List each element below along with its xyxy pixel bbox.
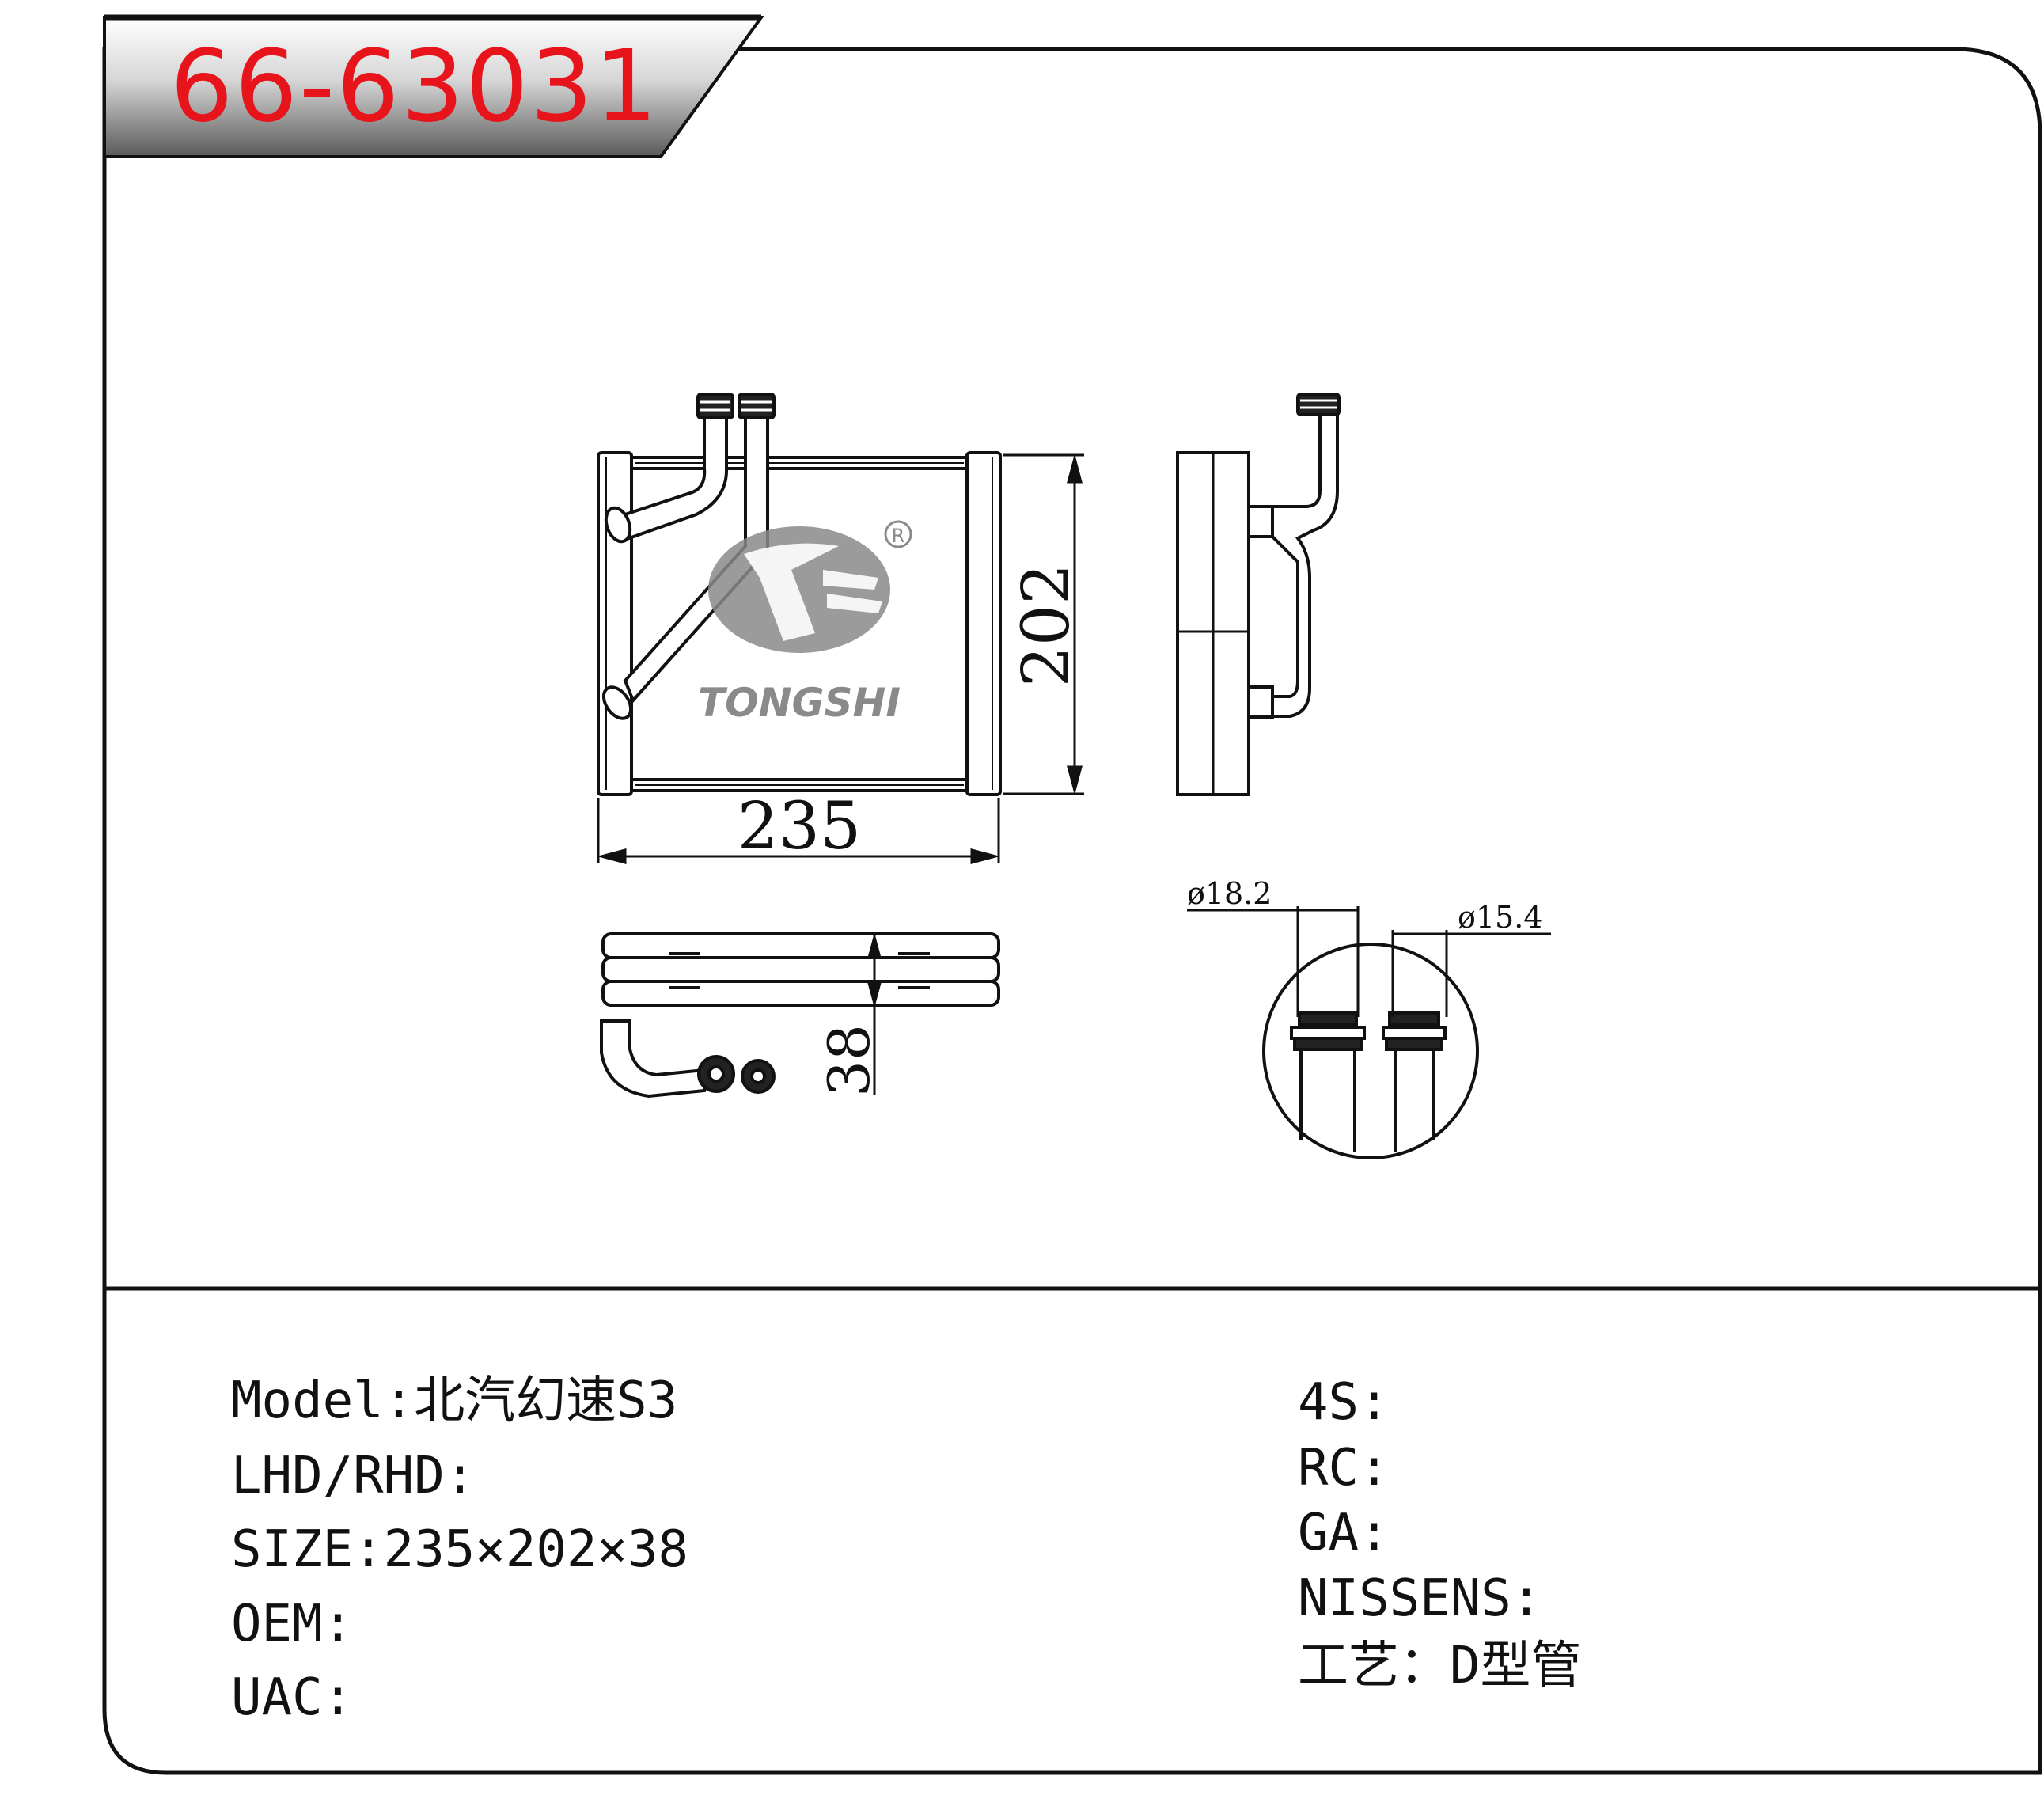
spec-rc: RC:	[1298, 1436, 1390, 1500]
spec-size: SIZE:235×202×38	[231, 1518, 688, 1581]
spec-label: GA:	[1298, 1504, 1390, 1562]
spec-label: 4S:	[1298, 1373, 1390, 1432]
depth-dimension	[867, 932, 882, 1095]
spec-label: OEM:	[231, 1595, 354, 1653]
pipe-dimensions	[1187, 906, 1551, 1017]
pipe1-diameter-label: ø18.2	[1187, 876, 1272, 911]
outer-border	[102, 47, 2042, 1775]
width-dimension	[597, 798, 1000, 864]
top-view	[600, 932, 1000, 1099]
spec-lhd-rhd: LHD/RHD:	[231, 1444, 475, 1508]
spec-process: 工艺：D型管	[1298, 1634, 1582, 1698]
spec-value: D型管	[1450, 1637, 1582, 1695]
spec-model: Model:北汽幻速S3	[231, 1369, 677, 1433]
part-number-title: 66-63031	[170, 29, 659, 144]
spec-ga: GA:	[1298, 1501, 1390, 1565]
spec-label: Model:	[231, 1372, 415, 1430]
pipe2-diameter-label: ø15.4	[1458, 900, 1543, 935]
spec-value: 235×202×38	[383, 1520, 688, 1579]
spec-4s: 4S:	[1298, 1371, 1390, 1434]
spec-oem: OEM:	[231, 1592, 353, 1656]
width-label: 235	[738, 789, 862, 864]
spec-label: 工艺：	[1298, 1637, 1450, 1695]
spec-label: UAC:	[231, 1668, 354, 1727]
side-view	[1176, 393, 1341, 796]
watermark-text: TONGSHI	[698, 680, 901, 726]
depth-label: 38	[816, 1024, 882, 1097]
tongshi-logo-icon	[708, 520, 912, 653]
spec-label: NISSENS:	[1298, 1569, 1542, 1628]
spec-label: SIZE:	[231, 1520, 384, 1579]
front-view	[597, 393, 1002, 796]
spec-nissens: NISSENS:	[1298, 1567, 1542, 1630]
pipe-detail	[1262, 943, 1479, 1159]
spec-value: 北汽幻速S3	[414, 1372, 678, 1430]
spec-label: RC:	[1298, 1439, 1390, 1497]
spec-uac: UAC:	[231, 1666, 353, 1729]
spec-label: LHD/RHD:	[231, 1447, 476, 1505]
height-dimension	[1003, 453, 1084, 795]
height-label: 202	[1009, 564, 1084, 688]
registered-mark-icon: R	[892, 525, 905, 547]
